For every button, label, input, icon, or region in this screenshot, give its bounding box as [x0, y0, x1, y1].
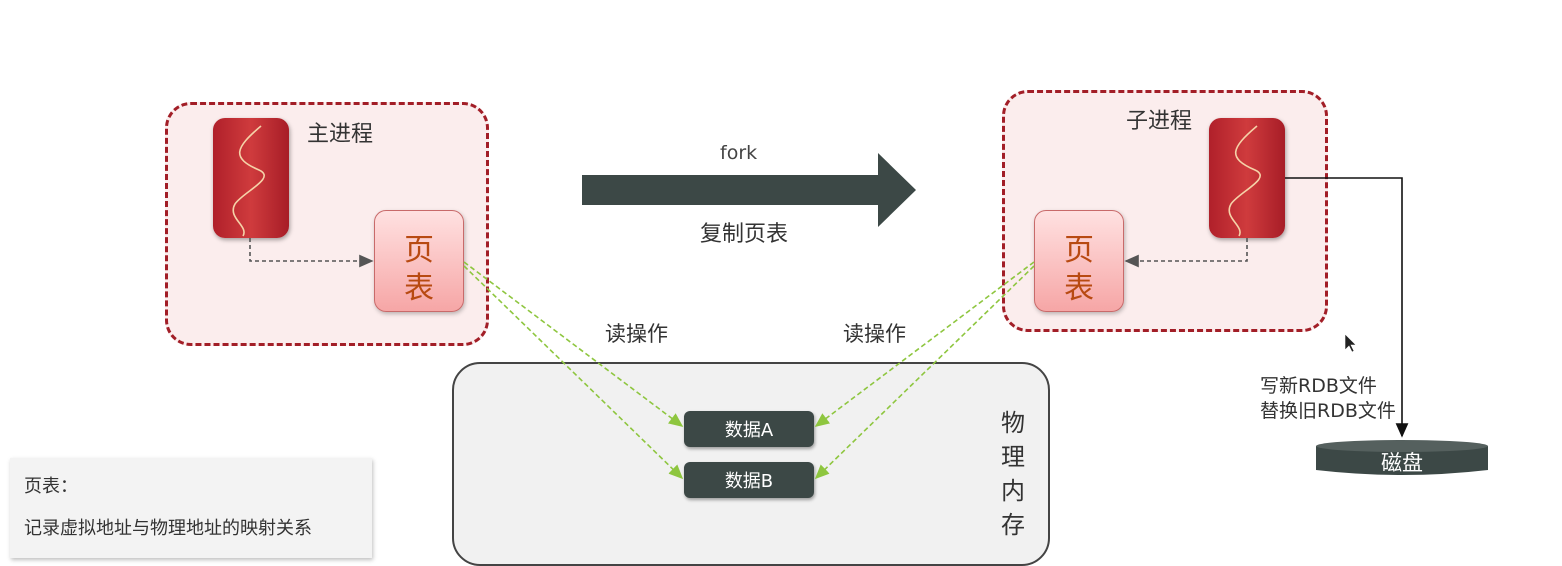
- child-process-label: 子进程: [1126, 109, 1193, 134]
- disk-label: 磁盘: [1381, 451, 1423, 475]
- legend-description: 记录虚拟地址与物理地址的映射关系: [24, 518, 312, 539]
- child-process-thread-icon: [1209, 118, 1285, 238]
- physical-memory-char2: 理: [1001, 443, 1025, 471]
- disk: 磁盘: [1314, 438, 1490, 480]
- connector-lines: [249, 153, 1409, 480]
- child-page-table-char1: 页: [1064, 233, 1094, 268]
- physical-memory-char3: 内: [1001, 477, 1025, 505]
- main-page-table-char2: 表: [404, 271, 434, 306]
- copy-page-table-label: 复制页表: [700, 222, 789, 247]
- read-operation-left-label: 读操作: [605, 322, 668, 346]
- main-thread-to-page-table-line: [249, 238, 374, 268]
- child-thread-to-page-table-line: [1124, 238, 1248, 268]
- physical-memory-char1: 物: [1001, 409, 1025, 437]
- child-page-table-char2: 表: [1064, 271, 1094, 306]
- disk-note-line2: 替换旧RDB文件: [1260, 400, 1396, 422]
- fork-arrow-icon: [582, 153, 916, 227]
- mouse-cursor-icon: [1344, 333, 1357, 353]
- main-page-table-char1: 页: [404, 233, 434, 268]
- physical-memory-char4: 存: [1001, 511, 1025, 539]
- child-page-table: 页 表: [1034, 210, 1124, 312]
- data-b-box: 数据B: [684, 462, 814, 498]
- child-read-line-b: [814, 265, 1035, 480]
- main-process-label: 主进程: [307, 122, 374, 147]
- physical-memory-label: 物 理 内 存: [998, 406, 1028, 542]
- main-process-thread-icon: [213, 118, 289, 238]
- fork-label: fork: [720, 142, 758, 164]
- main-page-table: 页 表: [374, 210, 464, 312]
- data-a-box: 数据A: [684, 411, 814, 447]
- page-table-legend: 页表： 记录虚拟地址与物理地址的映射关系: [10, 458, 372, 558]
- read-operation-right-label: 读操作: [843, 322, 906, 346]
- child-read-line-a: [814, 261, 1035, 427]
- legend-title: 页表：: [24, 476, 78, 497]
- disk-note: 写新RDB文件 替换旧RDB文件: [1260, 374, 1396, 424]
- disk-note-line1: 写新RDB文件: [1260, 375, 1377, 397]
- child-to-disk-line: [1285, 177, 1409, 438]
- main-read-line-b: [463, 265, 684, 480]
- main-read-line-a: [463, 261, 684, 427]
